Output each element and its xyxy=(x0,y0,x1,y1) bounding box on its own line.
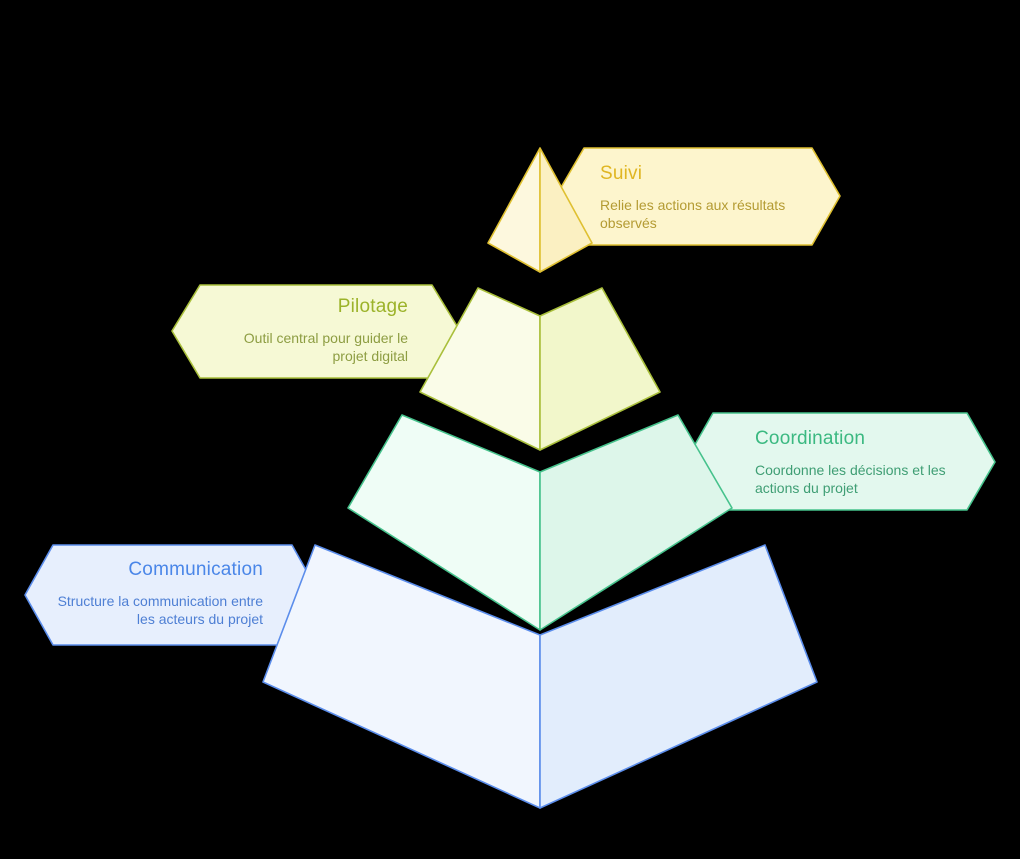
communication-description: Structure la communication entre les act… xyxy=(57,593,263,627)
pilotage-description: Outil central pour guider le projet digi… xyxy=(243,330,408,364)
coordination-face-right xyxy=(539,414,733,631)
suivi-description: Relie les actions aux résultats observés xyxy=(600,197,786,231)
suivi-title: Suivi xyxy=(600,163,643,184)
suivi-face-right xyxy=(539,147,593,273)
level-pilotage xyxy=(171,284,661,451)
level-coordination xyxy=(347,412,996,631)
suivi-face-left xyxy=(487,147,541,273)
communication-title: Communication xyxy=(128,559,263,580)
coordination-title: Coordination xyxy=(755,428,866,449)
level-suivi xyxy=(487,147,841,273)
suivi-callout: Suivi Relie les actions aux résultats ob… xyxy=(600,162,825,232)
level-communication xyxy=(24,544,818,809)
pilotage-callout: Pilotage Outil central pour guider le pr… xyxy=(208,295,408,365)
pilotage-face-right xyxy=(539,287,661,451)
coordination-description: Coordonne les décisions et les actions d… xyxy=(755,462,946,496)
communication-face-right xyxy=(539,544,818,809)
pilotage-title: Pilotage xyxy=(337,296,408,317)
coordination-callout: Coordination Coordonne les décisions et … xyxy=(755,427,955,497)
communication-callout: Communication Structure la communication… xyxy=(53,558,263,628)
